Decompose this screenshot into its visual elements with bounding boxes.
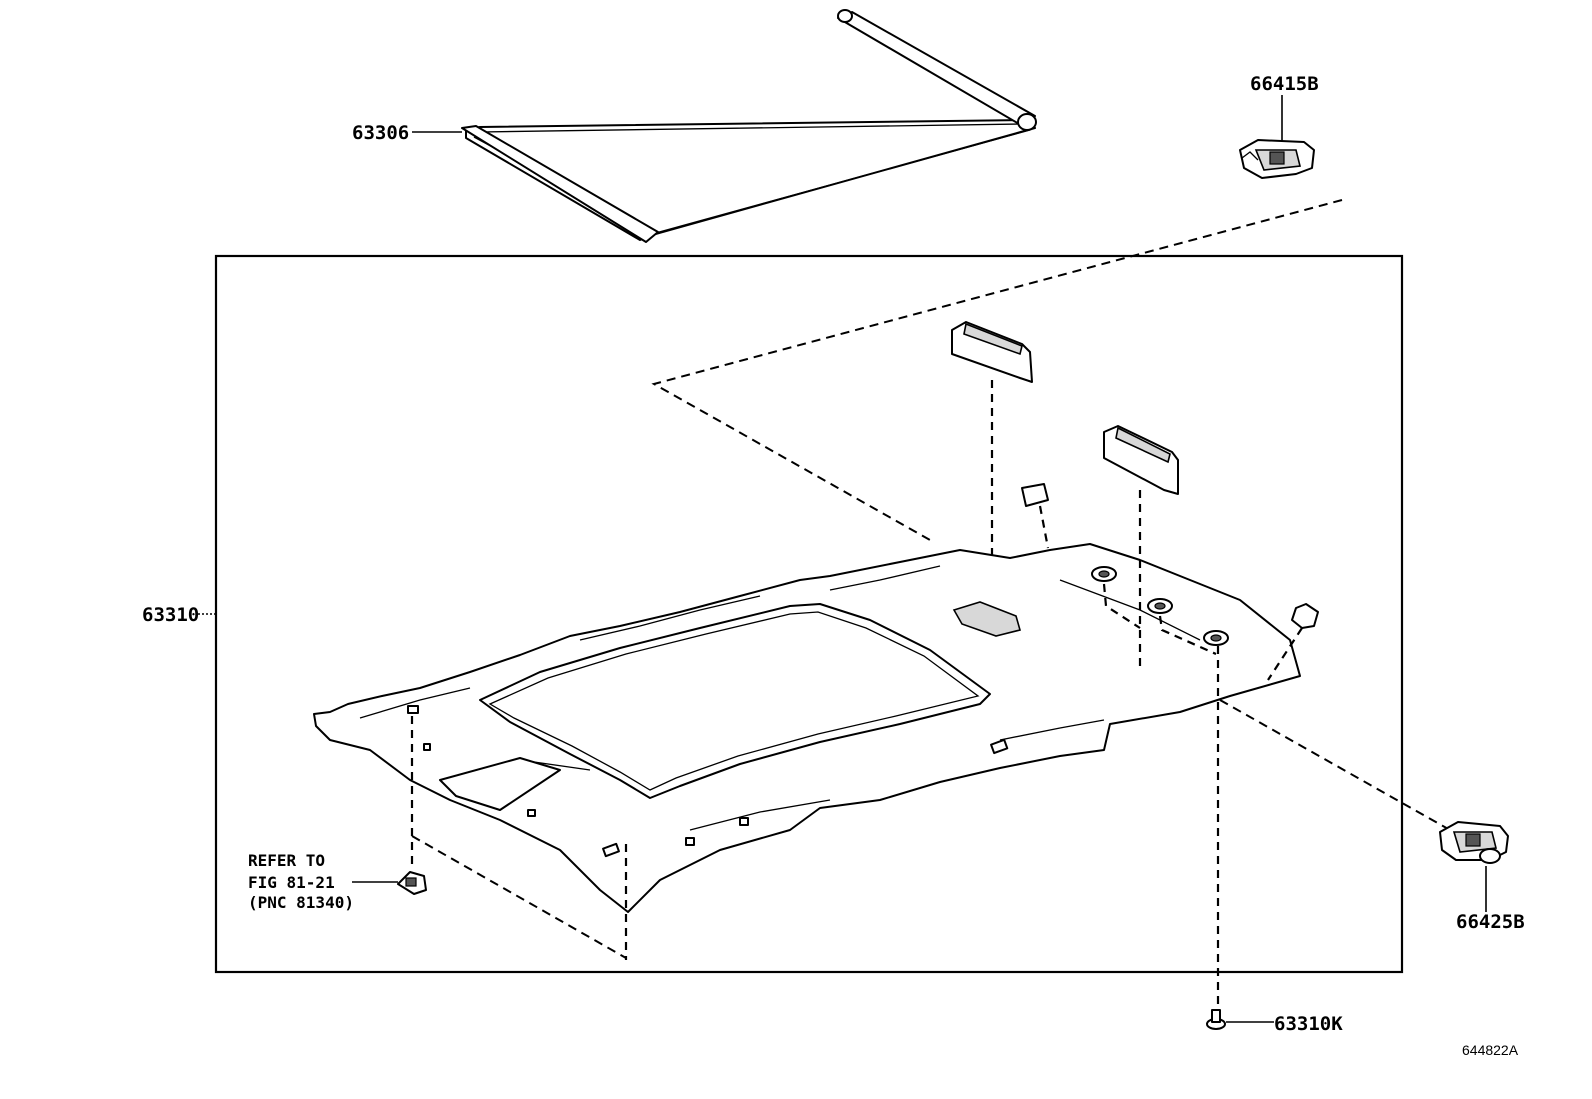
projection-line-bottom-left bbox=[411, 835, 627, 959]
referenced-clip-part[interactable] bbox=[397, 871, 427, 895]
label-refer-line3: (PNC 81340) bbox=[248, 893, 354, 912]
illustration-id: 644822A bbox=[1462, 1042, 1519, 1058]
projection-line-right bbox=[1219, 699, 1451, 831]
label-clip-top: 66415B bbox=[1250, 73, 1319, 95]
label-clip-right: 66425B bbox=[1456, 911, 1525, 933]
grip-pad-left[interactable] bbox=[951, 321, 1033, 383]
label-refer-line2: FIG 81-21 bbox=[248, 873, 335, 892]
clip-63310k-part[interactable] bbox=[1206, 1009, 1226, 1030]
grip-pad-right[interactable] bbox=[1103, 425, 1179, 495]
label-headliner: 63310 bbox=[142, 604, 199, 626]
sunshade-part[interactable] bbox=[461, 9, 1037, 243]
clip-66415b-part[interactable] bbox=[1239, 139, 1315, 179]
tab-hex bbox=[1291, 603, 1319, 629]
label-clip-bottom: 63310K bbox=[1274, 1013, 1343, 1035]
projection-line-top bbox=[651, 199, 1343, 541]
clip-66425b-part[interactable] bbox=[1439, 821, 1509, 864]
label-refer-line1: REFER TO bbox=[248, 851, 325, 870]
tab-square bbox=[1021, 483, 1049, 507]
headliner-panel[interactable] bbox=[313, 543, 1301, 913]
label-sunshade: 63306 bbox=[352, 122, 409, 144]
